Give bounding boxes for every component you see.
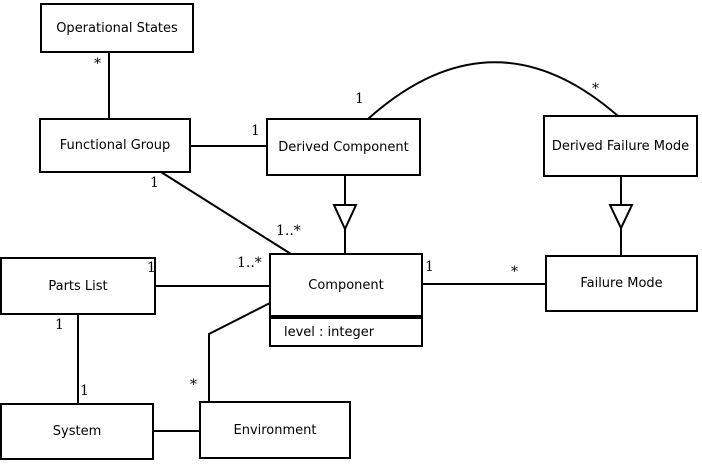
multiplicity-label: * <box>190 377 197 393</box>
edge-derived-component-derived-failure-mode-arc <box>367 61 619 120</box>
multiplicity-label: 1 <box>147 260 156 276</box>
class-label: System <box>52 424 102 439</box>
class-functional-group[interactable]: Functional Group <box>39 118 191 173</box>
multiplicity-label: 1 <box>425 259 434 275</box>
multiplicity-label: 1 <box>355 91 364 107</box>
class-label: Component <box>308 277 384 293</box>
edge-functional-group-component <box>160 171 292 255</box>
class-failure-mode[interactable]: Failure Mode <box>545 255 698 312</box>
multiplicity-label: 1 <box>150 175 159 191</box>
class-component-attribute-compartment[interactable]: level : integer <box>269 317 423 347</box>
class-parts-list[interactable]: Parts List <box>0 257 156 315</box>
class-label: Failure Mode <box>580 276 663 291</box>
class-label: Environment <box>233 422 317 438</box>
class-label: Operational States <box>56 20 178 36</box>
attribute-label: level : integer <box>284 324 375 340</box>
class-label: Derived Component <box>278 139 409 155</box>
multiplicity-label: 1..* <box>237 255 262 271</box>
class-label: Functional Group <box>59 138 171 153</box>
multiplicity-label: 1 <box>55 317 64 333</box>
class-environment[interactable]: Environment <box>199 401 351 459</box>
class-system[interactable]: System <box>0 403 154 460</box>
multiplicity-label: 1 <box>80 383 89 399</box>
multiplicity-label: 1 <box>251 123 260 139</box>
class-derived-component[interactable]: Derived Component <box>266 118 421 176</box>
class-component[interactable]: Component <box>269 253 423 317</box>
edge-environment-component <box>208 302 271 402</box>
multiplicity-label: * <box>94 56 101 72</box>
multiplicity-label: * <box>511 264 518 280</box>
class-label: Parts List <box>48 278 108 294</box>
multiplicity-label: * <box>592 81 599 97</box>
multiplicity-label: 1..* <box>276 223 301 239</box>
class-operational-states[interactable]: Operational States <box>40 3 194 53</box>
class-derived-failure-mode[interactable]: Derived Failure Mode <box>543 115 698 177</box>
generalization-triangle-icon <box>332 204 358 232</box>
generalization-triangle-icon <box>608 204 634 231</box>
class-label: Derived Failure Mode <box>551 138 690 154</box>
